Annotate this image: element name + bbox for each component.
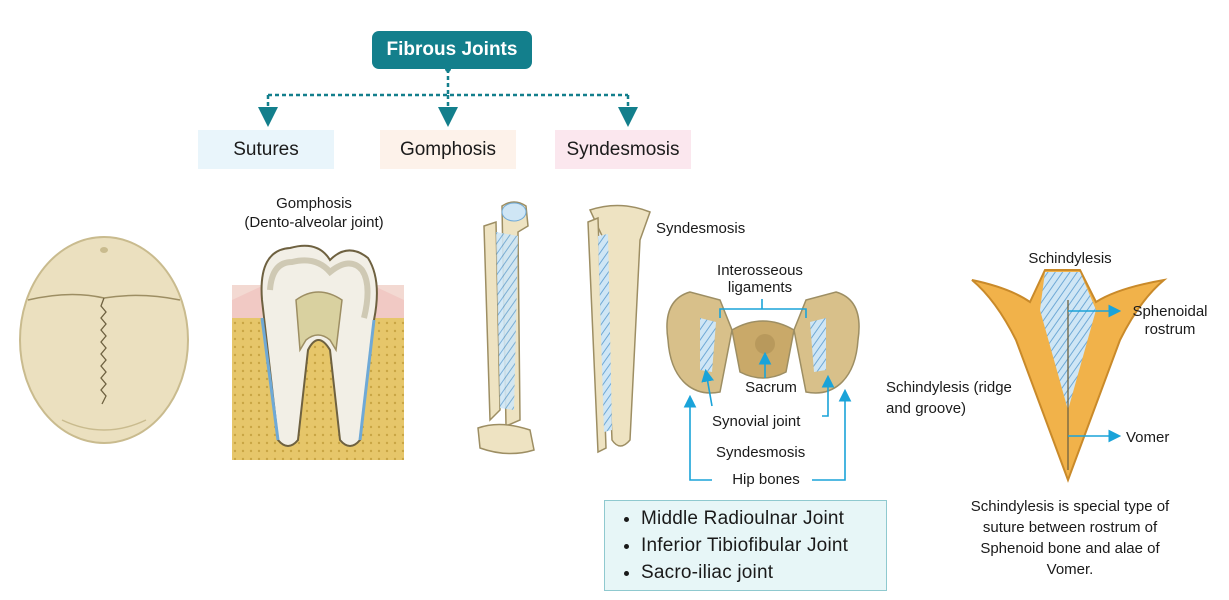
examples-list: Middle Radioulnar Joint Inferior Tibiofi… [605, 505, 886, 586]
ridge-line2: and groove) [886, 400, 967, 417]
category-label-sutures: Sutures [233, 138, 299, 160]
schindylesis-caption-line2: suture between rostrum of [982, 519, 1158, 536]
vomer-label: Vomer [1126, 429, 1170, 446]
example-item: Inferior Tibiofibular Joint [641, 532, 886, 559]
syndesmosis-examples-box: Middle Radioulnar Joint Inferior Tibiofi… [604, 500, 887, 591]
schindylesis-caption-line1: Schindylesis is special type of [970, 498, 1170, 515]
category-label-gomphosis: Gomphosis [399, 138, 497, 160]
example-item: Middle Radioulnar Joint [641, 505, 886, 532]
gomphosis-caption-line2: (Dento-alveolar joint) [244, 214, 384, 231]
gomphosis-caption: Gomphosis (Dento-alveolar joint) [224, 194, 404, 232]
sacroiliac-illustration [666, 291, 860, 394]
synovial-joint-label: Synovial joint [712, 413, 801, 430]
interosseous-line2: ligaments [727, 279, 793, 296]
radioulnar-illustration [477, 201, 535, 455]
sphenoidal-line2: rostrum [1144, 321, 1196, 338]
schindylesis-caption: Schindylesis is special type of suture b… [950, 496, 1190, 580]
category-sutures: Sutures [198, 130, 334, 169]
gomphosis-caption-line1: Gomphosis [276, 195, 352, 212]
root-node-fibrous-joints: Fibrous Joints [372, 31, 532, 69]
tooth-illustration [232, 244, 404, 460]
syndesmosis-title: Syndesmosis [656, 220, 746, 237]
tree-connectors [258, 69, 638, 127]
ridge-line1: Schindylesis (ridge [886, 379, 1012, 396]
example-item: Sacro-iliac joint [641, 559, 886, 586]
tibiofibular-illustration [587, 204, 651, 454]
sacrum-label: Sacrum [745, 379, 797, 396]
schindylesis-title: Schindylesis [1028, 250, 1112, 267]
interosseous-line1: Interosseous [717, 262, 803, 279]
category-label-syndesmosis: Syndesmosis [566, 138, 680, 160]
category-gomphosis: Gomphosis [380, 130, 516, 169]
schindylesis-ridge-label: Schindylesis (ridge and groove) [886, 377, 1036, 419]
schindylesis-caption-line3: Sphenoid bone and alae of [980, 540, 1160, 557]
syndesmosis-label: Syndesmosis [716, 444, 806, 461]
hip-bones-label: Hip bones [732, 471, 800, 488]
schindylesis-illustration [971, 269, 1168, 483]
sphenoidal-rostrum-label: Sphenoidal rostrum [1120, 303, 1220, 339]
category-syndesmosis: Syndesmosis [555, 130, 691, 169]
schindylesis-arrows [1068, 304, 1122, 443]
sphenoidal-line1: Sphenoidal [1132, 303, 1208, 320]
root-title: Fibrous Joints [386, 39, 518, 60]
interosseous-ligaments-label: Interosseous ligaments [690, 262, 830, 296]
schindylesis-caption-line4: Vomer. [1046, 561, 1094, 578]
pelvis-arrows [683, 299, 852, 481]
skull-illustration [19, 236, 189, 444]
